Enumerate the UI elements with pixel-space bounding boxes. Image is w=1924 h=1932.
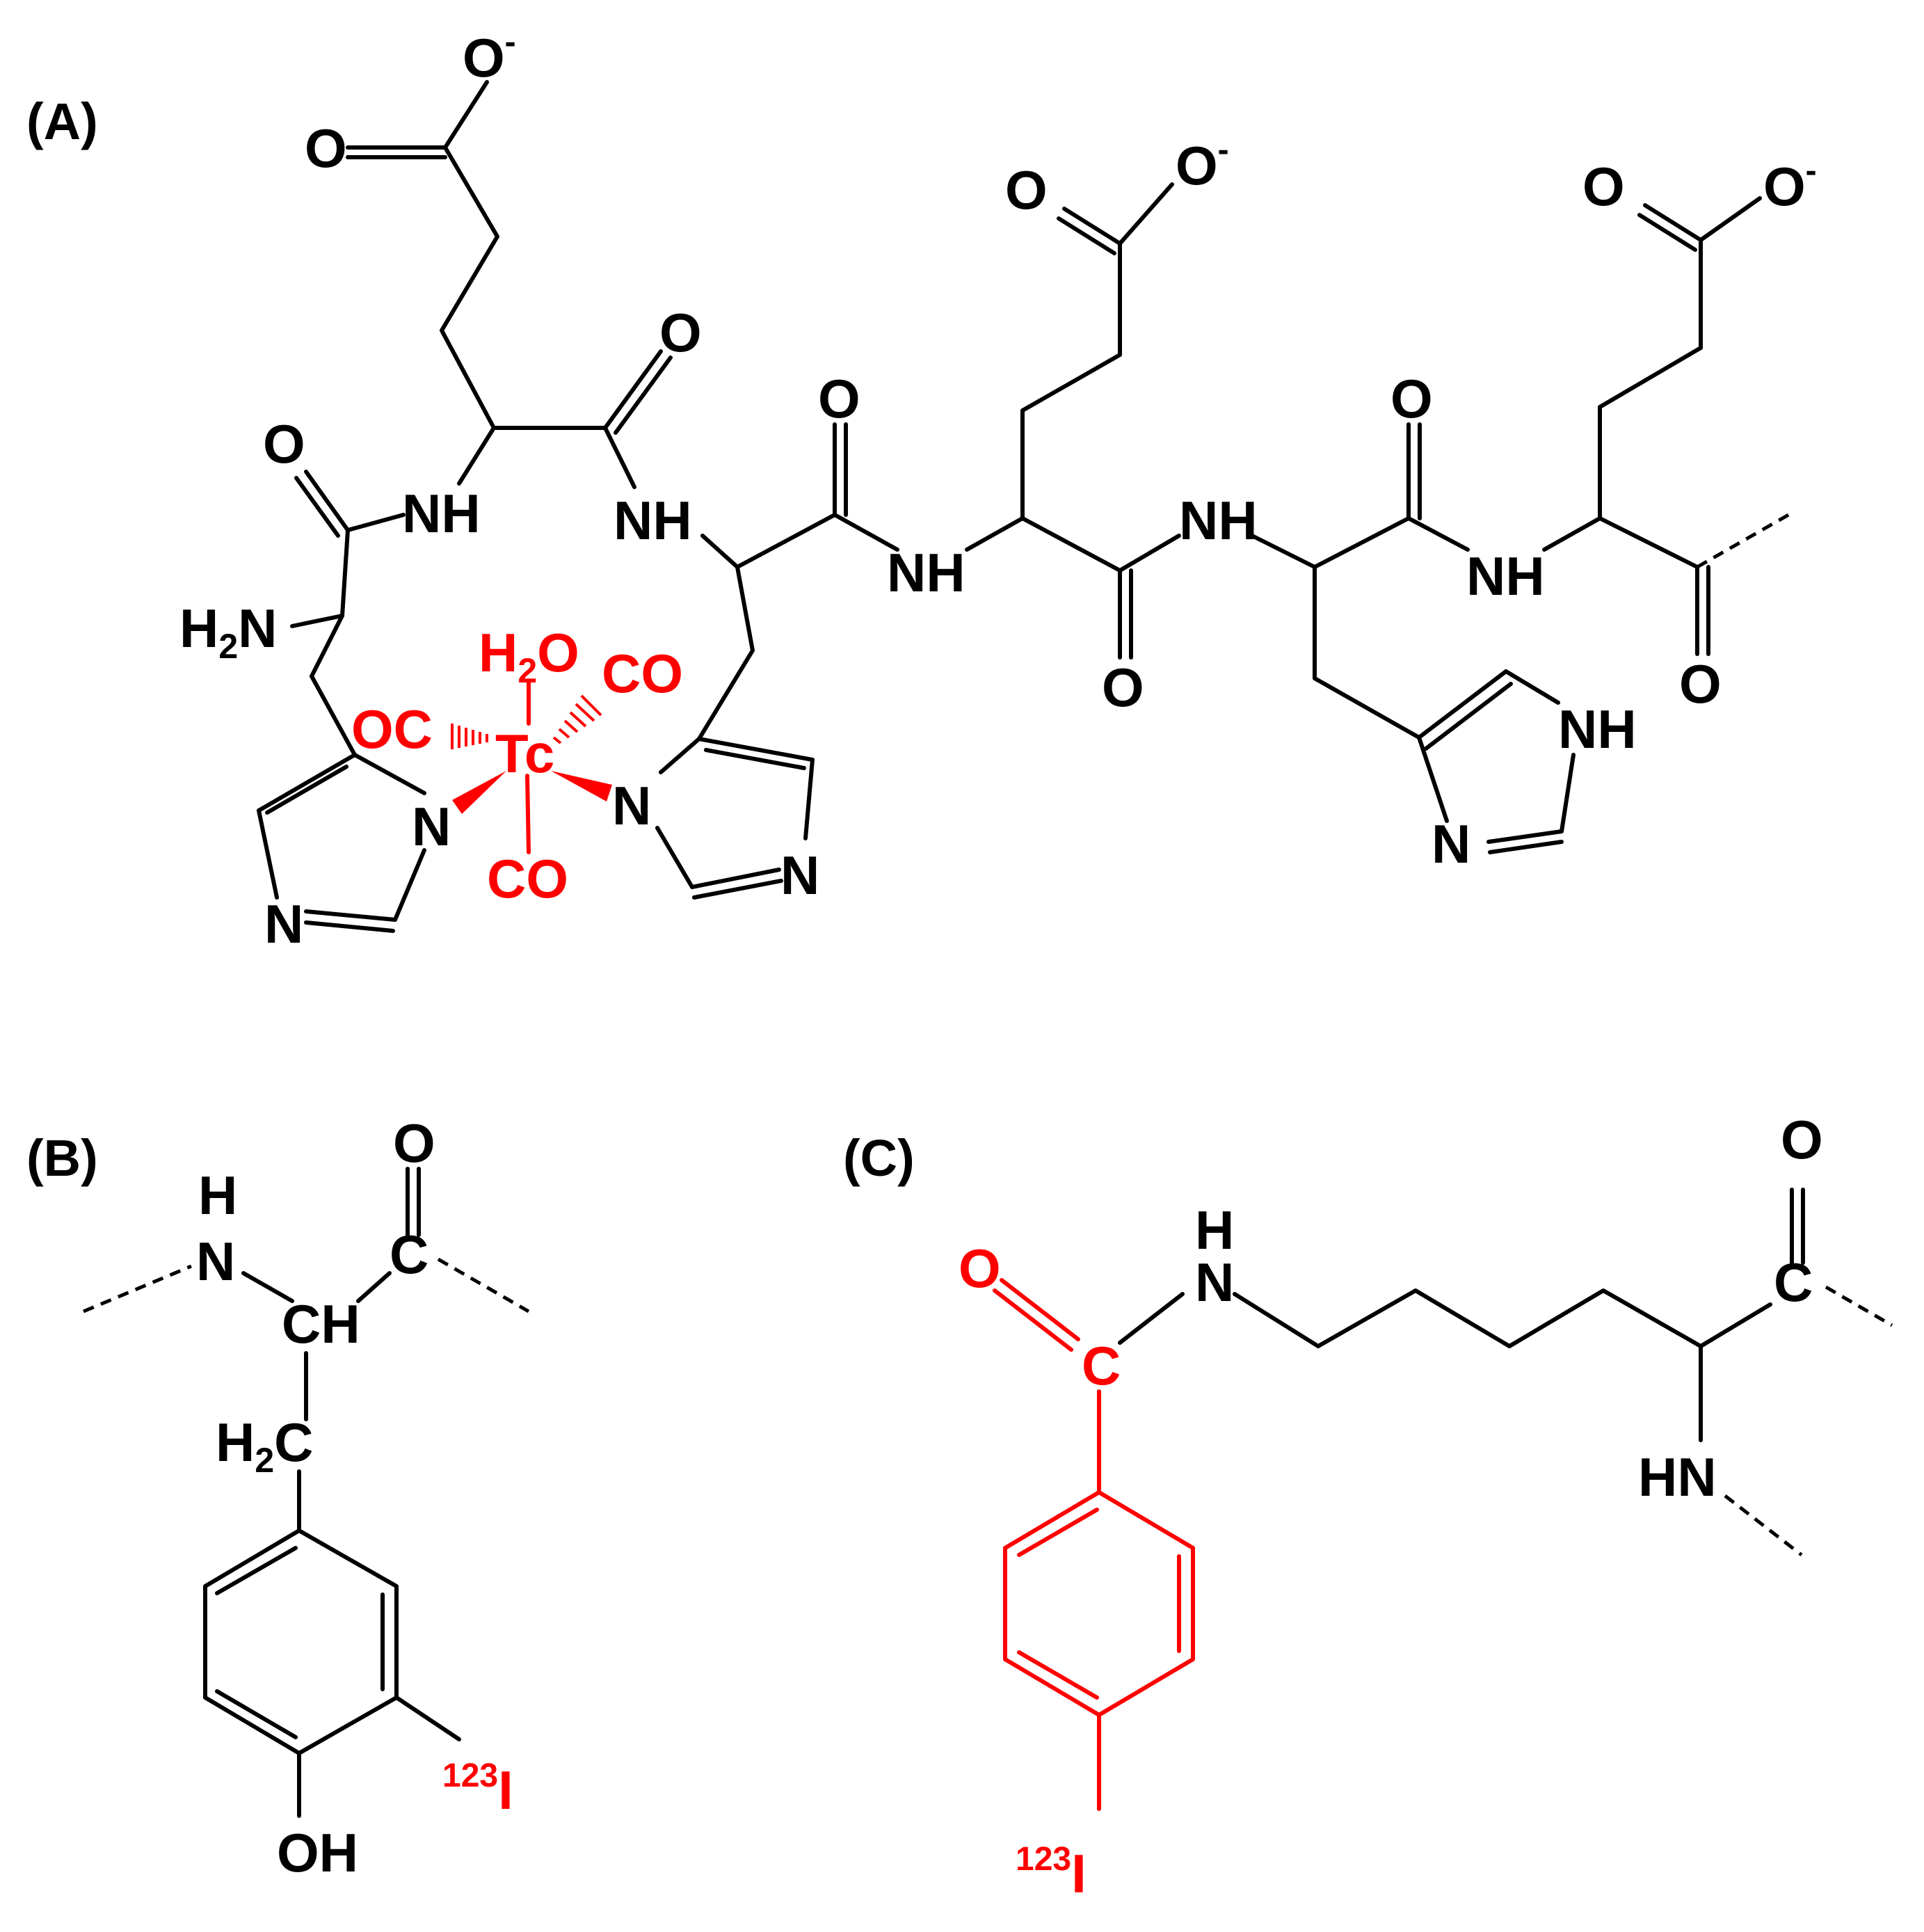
panel-a-peptide-tc-complex: (A) O O- O NH NH O H2N N bbox=[26, 24, 1817, 955]
amine-hydrogen: H bbox=[198, 1165, 237, 1226]
imidazole-2-n-coordinated: N bbox=[612, 775, 651, 836]
imidazole-1-nitrogen: N bbox=[264, 893, 303, 955]
amide-nh-3: NH bbox=[887, 542, 965, 603]
carboxylate-3-oxygen: O bbox=[1582, 156, 1625, 217]
amide-oxygen-0: O bbox=[263, 413, 305, 474]
amide-oxygen-2: O bbox=[818, 368, 860, 429]
iodine-123-b: 123I bbox=[442, 1757, 513, 1821]
lysine-carbonyl-oxygen: O bbox=[1781, 1109, 1823, 1170]
benzoyl-oxygen: O bbox=[959, 1238, 1001, 1299]
amide-oxygen-1: O bbox=[659, 302, 702, 363]
water-ligand: H2O bbox=[479, 622, 579, 690]
amide-nh-2: NH bbox=[614, 490, 692, 551]
panel-c-label: (C) bbox=[843, 1129, 915, 1187]
panel-b-label: (B) bbox=[26, 1129, 98, 1187]
carboxylate-2-oxygen: O bbox=[1005, 159, 1048, 221]
lysine-amide-nitrogen: N bbox=[1195, 1252, 1234, 1313]
amide-oxygen-4: O bbox=[1390, 368, 1433, 429]
lysine-amide-hydrogen: H bbox=[1195, 1199, 1234, 1261]
technetium-center: Tc bbox=[495, 723, 554, 784]
methylene-ch2: H2C bbox=[216, 1412, 314, 1480]
hydroxyl-oh: OH bbox=[277, 1822, 358, 1883]
panel-a-label: (A) bbox=[26, 93, 98, 150]
amide-oxygen-5: O bbox=[1679, 653, 1722, 714]
carbonyl-ligand-bottom: CO bbox=[487, 848, 568, 909]
amide-nh-4: NH bbox=[1179, 490, 1258, 551]
imidazole-1-n-coordinated: N bbox=[412, 796, 451, 857]
amide-nh-5: NH bbox=[1466, 545, 1545, 607]
imidazole-2-nitrogen: N bbox=[780, 845, 819, 906]
imidazole-3-nitrogen: N bbox=[1432, 813, 1470, 875]
iodine-123-c: 123I bbox=[1016, 1841, 1087, 1904]
amine-nitrogen: N bbox=[196, 1231, 235, 1292]
amide-oxygen-3: O bbox=[1102, 657, 1144, 718]
carboxylate-2-anion-oxygen: O- bbox=[1176, 131, 1229, 196]
alpha-carbon-ch: CH bbox=[282, 1293, 360, 1355]
carbonyl-oxygen: O bbox=[393, 1112, 435, 1174]
amide-nh-1: NH bbox=[402, 483, 481, 544]
n-terminal-amine: H2N bbox=[179, 598, 278, 666]
panel-c-iodobenzoyl-lysine: (C) O C 123I H N C O HN bbox=[843, 1109, 1893, 1904]
imidazole-3-nh: NH bbox=[1558, 698, 1637, 760]
benzoyl-carbon: C bbox=[1082, 1335, 1121, 1396]
carboxylate-3-anion-oxygen: O- bbox=[1763, 152, 1817, 217]
carbonyl-ligand-top-right: CO bbox=[602, 643, 683, 704]
carboxylate-1-oxygen: O bbox=[305, 118, 347, 179]
carboxylate-1-anion-oxygen: O- bbox=[463, 24, 516, 88]
panel-b-iodotyrosine: (B) H N CH C O H2C 123I OH bbox=[26, 1112, 530, 1883]
lysine-alpha-amine: HN bbox=[1638, 1446, 1717, 1508]
carbonyl-ligand-left: OC bbox=[351, 698, 433, 760]
